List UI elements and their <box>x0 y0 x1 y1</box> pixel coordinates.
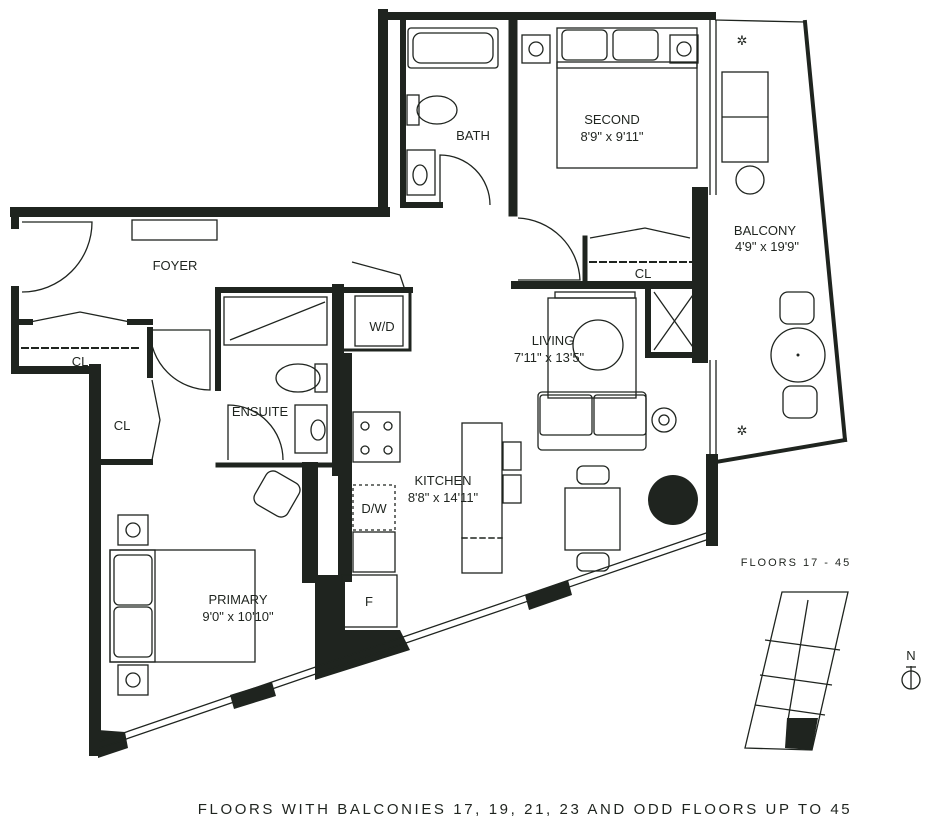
label-washer-dryer: W/D <box>369 319 394 334</box>
fixtures: ✲ ✲ <box>21 27 826 696</box>
label-foyer-closet: CL <box>72 354 89 369</box>
north-label: N <box>906 648 915 663</box>
label-balcony: BALCONY <box>734 223 796 238</box>
label-fridge: F <box>365 594 373 609</box>
label-second: SECOND <box>584 112 640 127</box>
label-dishwasher: D/W <box>361 501 387 516</box>
label-primary-size: 9'0" x 10'10" <box>202 609 274 624</box>
label-kitchen: KITCHEN <box>414 473 471 488</box>
north-arrow-icon <box>901 666 921 690</box>
label-foyer: FOYER <box>153 258 198 273</box>
doors <box>21 154 691 461</box>
label-primary: PRIMARY <box>209 592 268 607</box>
label-living: LIVING <box>532 333 575 348</box>
label-bath: BATH <box>456 128 490 143</box>
key-plan-title: FLOORS 17 - 45 <box>741 557 852 569</box>
label-balcony-size: 4'9" x 19'9" <box>735 239 799 254</box>
label-living-size: 7'11" x 13'5" <box>514 350 585 365</box>
walls <box>10 9 718 758</box>
room-labels: FOYER CL CL W/D ENSUITE BATH SECOND 8'9"… <box>72 112 800 624</box>
plant-icon: ✲ <box>737 423 748 438</box>
label-kitchen-size: 8'8" x 14'11" <box>408 490 479 505</box>
key-plan: FLOORS 17 - 45 N <box>741 557 921 751</box>
label-second-size: 8'9" x 9'11" <box>580 129 643 144</box>
label-ensuite: ENSUITE <box>232 404 289 419</box>
plant-icon: ✲ <box>737 33 748 48</box>
label-closet: CL <box>114 418 131 433</box>
windows <box>99 19 848 749</box>
floors-footnote: FLOORS WITH BALCONIES 17, 19, 21, 23 AND… <box>198 801 853 818</box>
label-second-closet: CL <box>635 266 652 281</box>
